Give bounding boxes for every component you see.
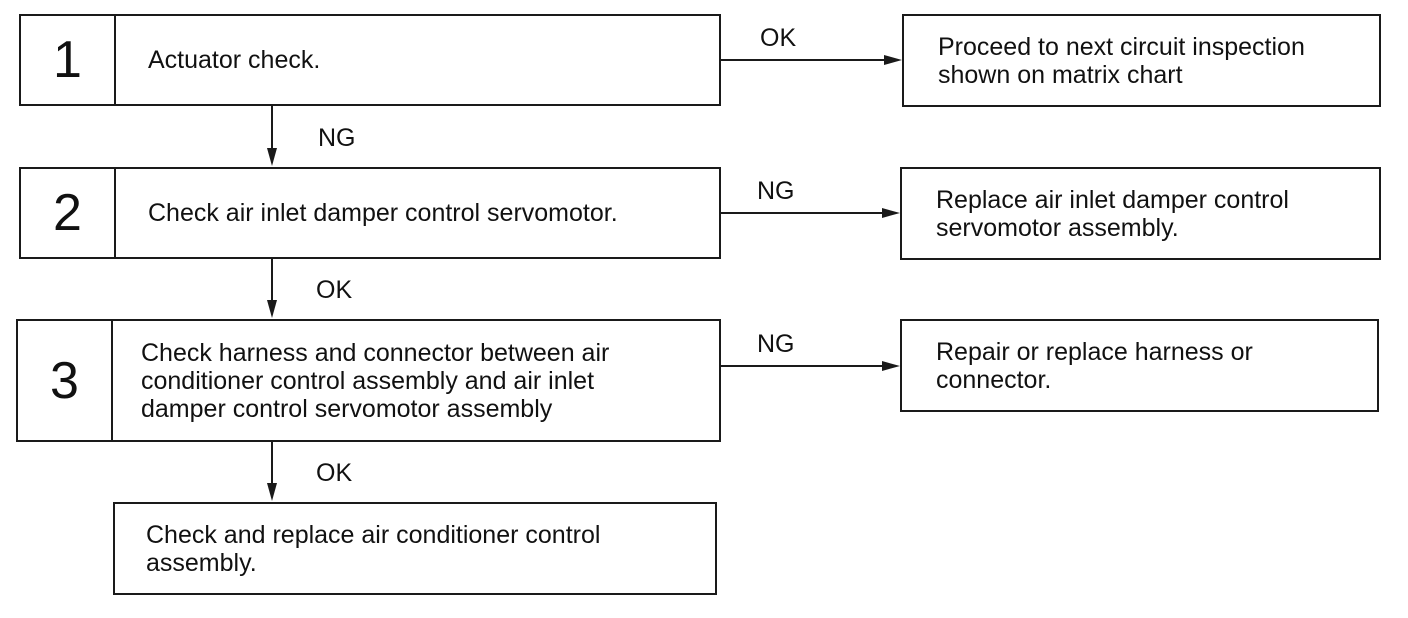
arrowhead-step2-ng — [882, 208, 900, 218]
arrowhead-step1-ng — [267, 148, 277, 166]
label-step3-ok: OK — [316, 459, 353, 487]
result-2-box: Replace air inlet damper control servomo… — [900, 167, 1381, 260]
result-2-text: Replace air inlet damper control servomo… — [936, 185, 1289, 242]
step-3-number: 3 — [18, 321, 113, 440]
step-2-text: Check air inlet damper control servomoto… — [148, 199, 618, 227]
label-step1-ok: OK — [760, 24, 797, 52]
label-step2-ng: NG — [757, 177, 795, 205]
step-3-box: 3 Check harness and connector between ai… — [16, 319, 721, 442]
step-2-number: 2 — [21, 169, 116, 257]
result-3-box: Repair or replace harness or connector. — [900, 319, 1379, 412]
step-3-text: Check harness and connector between air … — [141, 338, 610, 423]
label-step1-ng: NG — [318, 124, 356, 152]
step-1-number: 1 — [21, 16, 116, 104]
result-1-box: Proceed to next circuit inspection shown… — [902, 14, 1381, 107]
arrowhead-step2-ok — [267, 300, 277, 318]
label-step2-ok: OK — [316, 276, 353, 304]
arrowhead-step1-ok — [884, 55, 902, 65]
final-step-text: Check and replace air conditioner contro… — [146, 520, 601, 577]
arrowhead-step3-ok — [267, 483, 277, 501]
step-1-box: 1 Actuator check. — [19, 14, 721, 106]
label-step3-ng: NG — [757, 330, 795, 358]
result-3-text: Repair or replace harness or connector. — [936, 337, 1253, 394]
final-step-box: Check and replace air conditioner contro… — [113, 502, 717, 595]
arrowhead-step3-ng — [882, 361, 900, 371]
result-1-text: Proceed to next circuit inspection shown… — [938, 32, 1305, 89]
step-2-box: 2 Check air inlet damper control servomo… — [19, 167, 721, 259]
step-1-text: Actuator check. — [148, 46, 321, 74]
